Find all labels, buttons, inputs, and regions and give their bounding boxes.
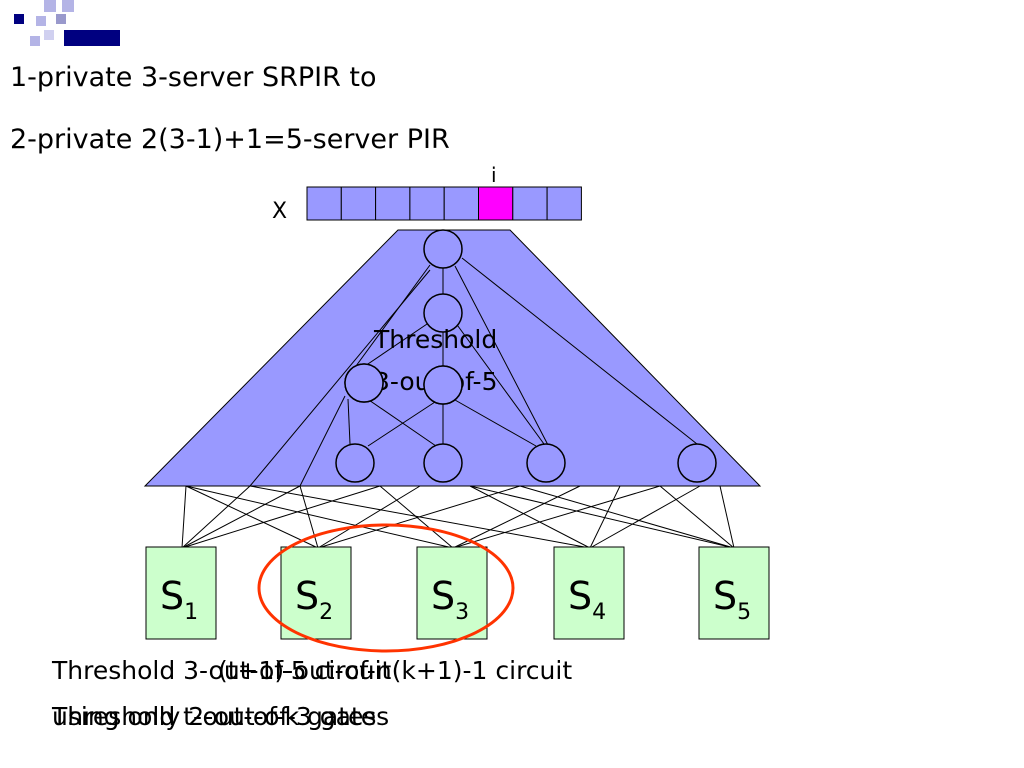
caption-b-line-2: Threshold t-out-of-k gates	[52, 702, 377, 731]
gate-2	[423, 293, 463, 333]
slide-title-line-2: 2-private 2(3-1)+1=5-server PIR	[10, 124, 450, 155]
server-4: S4	[553, 546, 625, 640]
bottom-wires	[181, 485, 735, 549]
array-label: X	[272, 199, 287, 224]
server-3: S3	[416, 546, 488, 640]
gate-top	[423, 229, 463, 269]
gate-4b	[423, 443, 463, 483]
server-label: S3	[431, 574, 469, 625]
server-1: S1	[145, 546, 217, 640]
server-box	[698, 546, 770, 640]
collusion-ellipse	[257, 523, 515, 653]
array-cell	[546, 186, 582, 221]
server-box	[280, 546, 352, 640]
server-label: S4	[568, 574, 606, 625]
array-cell	[306, 186, 342, 221]
caption-b-line-1: (t+1)-out-of-n(k+1)-1 circuit	[218, 656, 573, 685]
array-cell	[375, 186, 411, 221]
array-cell	[409, 186, 445, 221]
caption-a-line-2: using only 2-out-of-3 gates	[52, 702, 390, 731]
servers: S1 S2 S3 S4 S5	[145, 546, 770, 640]
trapezoid-text-line-1: Threshold	[373, 325, 497, 354]
server-box	[416, 546, 488, 640]
array-cell	[340, 186, 377, 221]
server-2: S2	[280, 546, 352, 640]
caption-a-line-1: Threshold 3-out-of-5 circuit	[52, 656, 392, 685]
inner-wires	[249, 257, 698, 487]
server-5: S5	[698, 546, 770, 640]
server-box	[145, 546, 217, 640]
slide-title-line-1: 1-private 3-server SRPIR to	[10, 62, 377, 93]
logo-square-light	[44, 0, 56, 12]
gate-4c	[526, 443, 566, 483]
logo-square-navy	[14, 14, 24, 24]
gate-4a	[335, 443, 375, 483]
server-box	[553, 546, 625, 640]
array-x	[306, 186, 582, 221]
array-cell	[443, 186, 480, 221]
server-label: S5	[713, 574, 751, 625]
threshold-trapezoid	[143, 229, 762, 487]
server-label: S1	[160, 574, 198, 625]
gate-4d	[677, 443, 717, 483]
server-label: S2	[295, 574, 333, 625]
corner-logo	[0, 0, 120, 60]
array-cell-highlighted	[478, 186, 514, 221]
array-cell	[512, 186, 548, 221]
index-label: i	[491, 163, 497, 187]
